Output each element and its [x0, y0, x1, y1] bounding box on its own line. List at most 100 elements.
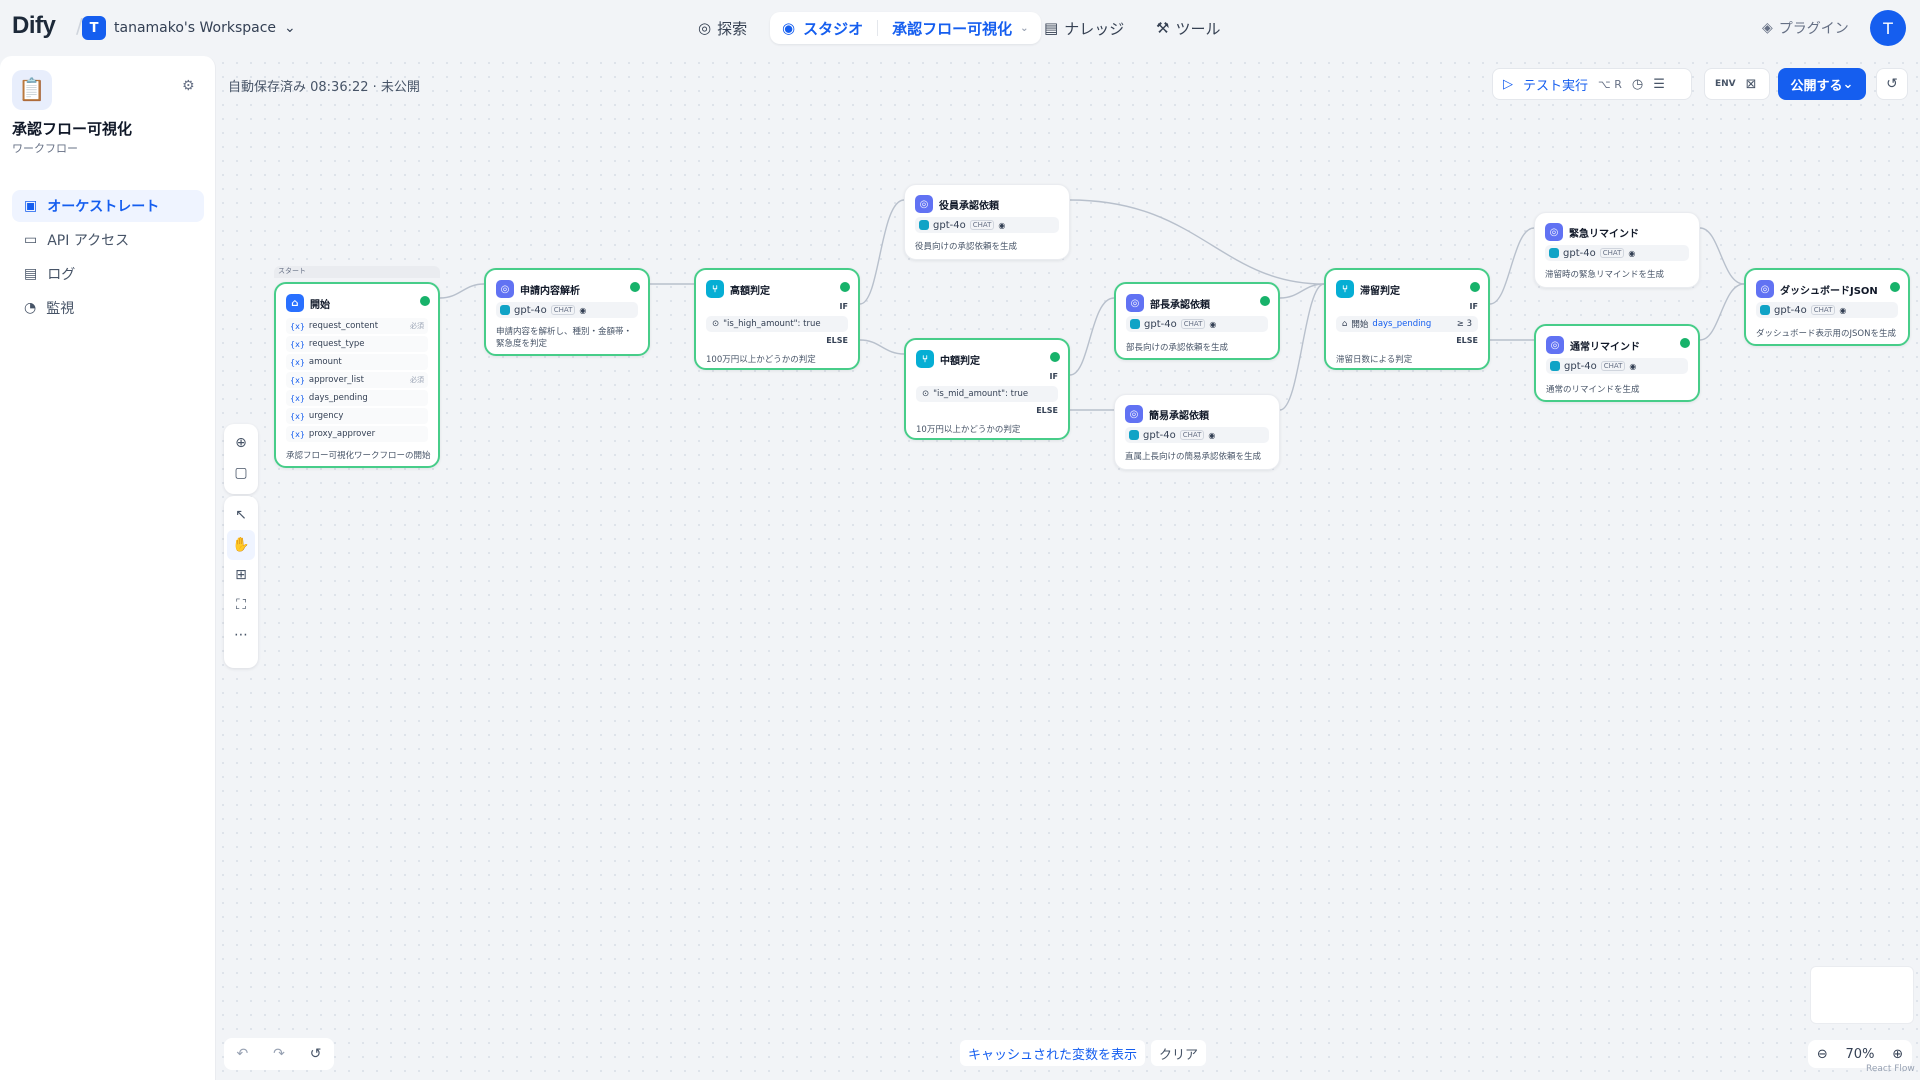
undo-icon[interactable]: ↶	[236, 1046, 249, 1062]
check-icon	[1470, 282, 1480, 292]
node-header: ◎緊急リマインド	[1545, 223, 1639, 241]
check-icon	[1680, 338, 1690, 348]
model-name: gpt-4o	[514, 304, 547, 316]
zoom-controls: ⊖ 70% ⊕	[1808, 1040, 1912, 1068]
edge	[1699, 283, 1745, 341]
sidebar-item-orchestrate[interactable]: ▣オーケストレート	[12, 190, 204, 222]
nav-tools[interactable]: ⚒ツール	[1156, 12, 1220, 44]
eye-icon: ◉	[998, 220, 1006, 230]
if-label: IF	[839, 302, 848, 311]
node-high-amount[interactable]: ⑂高額判定 IF ⊙"is_high_amount": true ELSE 10…	[694, 268, 860, 370]
sidebar-item-label: オーケストレート	[47, 199, 160, 215]
divider	[877, 20, 879, 36]
dify-logo[interactable]: Dify	[12, 12, 56, 40]
more-icon[interactable]: ⋯	[234, 627, 248, 643]
nav-studio[interactable]: ◉ スタジオ 承認フロー可視化 ⌄	[770, 12, 1041, 44]
plugins-button[interactable]: ◈プラグイン	[1762, 18, 1849, 38]
cache-controls: キャッシュされた変数を表示 クリア	[960, 1040, 1207, 1066]
eye-icon: ◉	[1839, 305, 1847, 315]
condition-row: ⊙"is_mid_amount": true	[916, 386, 1058, 402]
node-header: ⑂高額判定	[706, 280, 770, 298]
workspace-selector[interactable]: T tanamako's Workspace ⌄	[82, 16, 296, 40]
var-row: {x}proxy_approver	[286, 426, 428, 442]
version-history-button[interactable]: ↺	[1876, 68, 1908, 100]
minimap[interactable]	[1810, 966, 1914, 1024]
checklist-icon[interactable]: ☰	[1653, 76, 1665, 92]
publish-button[interactable]: 公開する⌄	[1778, 68, 1866, 100]
zoom-out-icon[interactable]: ⊖	[1816, 1046, 1828, 1062]
play-icon[interactable]: ▷	[1503, 76, 1513, 92]
openai-icon	[1549, 248, 1559, 258]
llm-icon: ◎	[1546, 336, 1564, 354]
pointer-icon[interactable]: ↖	[235, 507, 247, 523]
maximize-icon[interactable]: ⛶	[236, 597, 246, 613]
model-name: gpt-4o	[1144, 318, 1177, 330]
add-note-icon[interactable]: ▢	[234, 465, 248, 481]
tool-icon: ⚒	[1156, 19, 1170, 37]
node-description: 滞留時の緊急リマインドを生成	[1545, 270, 1665, 280]
sidebar-item-logs[interactable]: ▤ログ	[12, 258, 204, 290]
sidebar-item-label: API アクセス	[47, 233, 130, 249]
check-icon	[1890, 282, 1900, 292]
current-app-selector[interactable]: 承認フロー可視化	[892, 19, 1013, 38]
user-avatar[interactable]: T	[1870, 10, 1906, 46]
variable-icon[interactable]: ⊠	[1745, 76, 1757, 92]
react-flow-attribution[interactable]: React Flow	[1866, 1064, 1915, 1074]
redo-icon[interactable]: ↷	[273, 1046, 285, 1062]
test-run-button[interactable]: テスト実行	[1523, 78, 1589, 94]
show-cached-variables-button[interactable]: キャッシュされた変数を表示	[960, 1040, 1146, 1066]
chevron-down-icon: ⌄	[1842, 76, 1854, 92]
variable-icon: {x}	[290, 429, 305, 439]
sidebar-item-monitor[interactable]: ◔監視	[12, 292, 204, 324]
sidebar-menu: ▣オーケストレート ▭API アクセス ▤ログ ◔監視	[12, 190, 204, 326]
variable-icon: {x}	[290, 375, 305, 385]
variable-icon: {x}	[290, 411, 305, 421]
node-description: 滞留日数による判定	[1336, 355, 1413, 365]
check-icon	[1260, 296, 1270, 306]
zoom-level[interactable]: 70%	[1845, 1046, 1875, 1062]
eye-icon: ◉	[579, 305, 587, 315]
zoom-in-icon[interactable]: ⊕	[1892, 1046, 1904, 1062]
condition-variable: days_pending	[1372, 319, 1432, 329]
settings-icon[interactable]: ⚙	[182, 78, 195, 94]
variable-icon: {x}	[290, 321, 305, 331]
app-name: 承認フロー可視化	[12, 120, 133, 138]
node-title: 役員承認依頼	[939, 200, 999, 212]
nav-studio-label: スタジオ	[803, 19, 864, 38]
node-header: ◎部長承認依頼	[1126, 294, 1210, 312]
history-icon[interactable]: ↺	[309, 1046, 322, 1062]
env-button[interactable]: ENV	[1715, 79, 1736, 89]
organize-icon[interactable]: ⊞	[235, 567, 247, 583]
variable-icon: {x}	[290, 357, 305, 367]
history-check-icon[interactable]: ◷	[1631, 76, 1644, 92]
nav-knowledge-label: ナレッジ	[1064, 19, 1125, 38]
app-icon: 📋	[12, 70, 52, 110]
clear-cache-button[interactable]: クリア	[1151, 1040, 1207, 1066]
top-bar: Dify / T tanamako's Workspace ⌄ ◎探索 ◉ スタ…	[0, 0, 1920, 56]
sidebar-item-api[interactable]: ▭API アクセス	[12, 224, 204, 256]
llm-icon: ◎	[1125, 405, 1143, 423]
node-mid-amount[interactable]: ⑂中額判定 IF ⊙"is_mid_amount": true ELSE 10万…	[904, 338, 1070, 440]
add-node-icon[interactable]: ⊕	[235, 435, 247, 451]
model-name: gpt-4o	[1563, 247, 1596, 259]
hand-icon[interactable]: ✋	[227, 530, 255, 560]
branch-icon: ⑂	[706, 280, 724, 298]
compass-icon: ◎	[698, 19, 712, 37]
nav-explore[interactable]: ◎探索	[698, 12, 747, 44]
nav-knowledge[interactable]: ▤ナレッジ	[1044, 12, 1124, 44]
home-icon: ⌂	[286, 294, 304, 312]
